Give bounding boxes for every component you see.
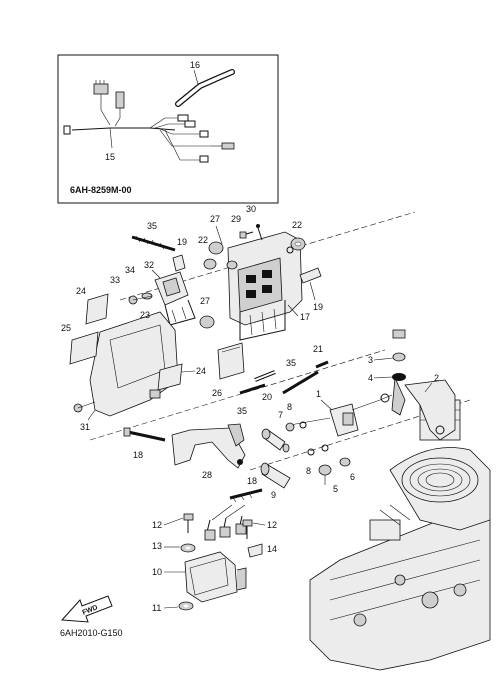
clip-icon [247,543,263,558]
part-label: 12 [267,520,277,530]
part-label: 27 [210,214,220,224]
part-label: 10 [152,567,162,577]
pin-icon [172,254,322,284]
part-label: 2 [434,373,439,383]
part-label: 24 [76,286,86,296]
cover-plate-icon [217,342,245,380]
part-label: 19 [177,237,187,247]
part-label: 9 [271,490,276,500]
part-label: 19 [313,302,323,312]
part-label: 25 [61,323,71,333]
part-label: 35 [286,358,296,368]
part-label: 15 [105,152,115,162]
part-label: 23 [140,310,150,320]
part-label: 13 [152,541,162,551]
part-label: 33 [110,275,120,285]
part-label: 1 [316,389,321,399]
bracket-icon [171,423,246,469]
inset-code: 6AH-8259M-00 [70,185,132,195]
bolt-icon [131,235,319,395]
part-label: 8 [287,402,292,412]
grommet-icon [199,241,238,329]
screw-icon [239,224,263,241]
diagram-code: 6AH2010-G150 [60,628,123,638]
part-label: 32 [144,260,154,270]
bolt-icon [123,427,263,503]
part-label: 31 [80,422,90,432]
part-label: 17 [300,312,310,322]
part-label: 35 [147,221,157,231]
grommet-icon [203,237,306,270]
label-sticker-icon [69,293,183,391]
part-label: 22 [292,220,302,230]
part-label: 28 [202,470,212,480]
part-label: 8 [306,466,311,476]
part-label: 24 [196,366,206,376]
part-label: 16 [190,60,200,70]
sensor-component-icon [329,393,393,437]
screw-icon [73,401,96,413]
screw-icon [128,292,153,305]
bracket-icon [391,376,456,441]
part-label: 26 [212,388,222,398]
spacer-icon [254,370,276,382]
part-label: 21 [313,344,323,354]
part-label: 3 [368,355,373,365]
part-label: 14 [267,544,277,554]
washer-icon [178,543,196,611]
hose-icon [175,69,235,107]
part-label: 34 [125,265,135,275]
part-label: 35 [237,406,247,416]
wiring-harness-icon [63,80,235,163]
part-label: 29 [231,214,241,224]
part-label: 4 [368,373,373,383]
part-label: 7 [278,410,283,420]
screw-set-icon [285,417,351,485]
part-label: 22 [198,235,208,245]
part-label: 12 [152,520,162,530]
collar-icon [260,428,291,489]
mounting-plate-icon [227,231,303,341]
grommet-icon [392,329,406,381]
part-label: 27 [200,296,210,306]
forward-arrow-icon: FWD [60,595,113,623]
inset-box: 16 15 6AH-8259M-00 [57,54,279,204]
screw-icon [183,513,253,539]
bottom-cover-icon [87,311,179,421]
cdi-unit-icon [154,271,196,326]
rectifier-regulator-icon [184,504,247,603]
part-label: 18 [247,476,257,486]
engine-block-icon [309,399,491,671]
part-label: 11 [152,603,161,613]
part-label: 20 [262,392,272,402]
part-label: 18 [133,450,143,460]
part-label: 6 [350,472,355,482]
part-label: 5 [333,484,338,494]
part-label: 30 [246,204,256,214]
